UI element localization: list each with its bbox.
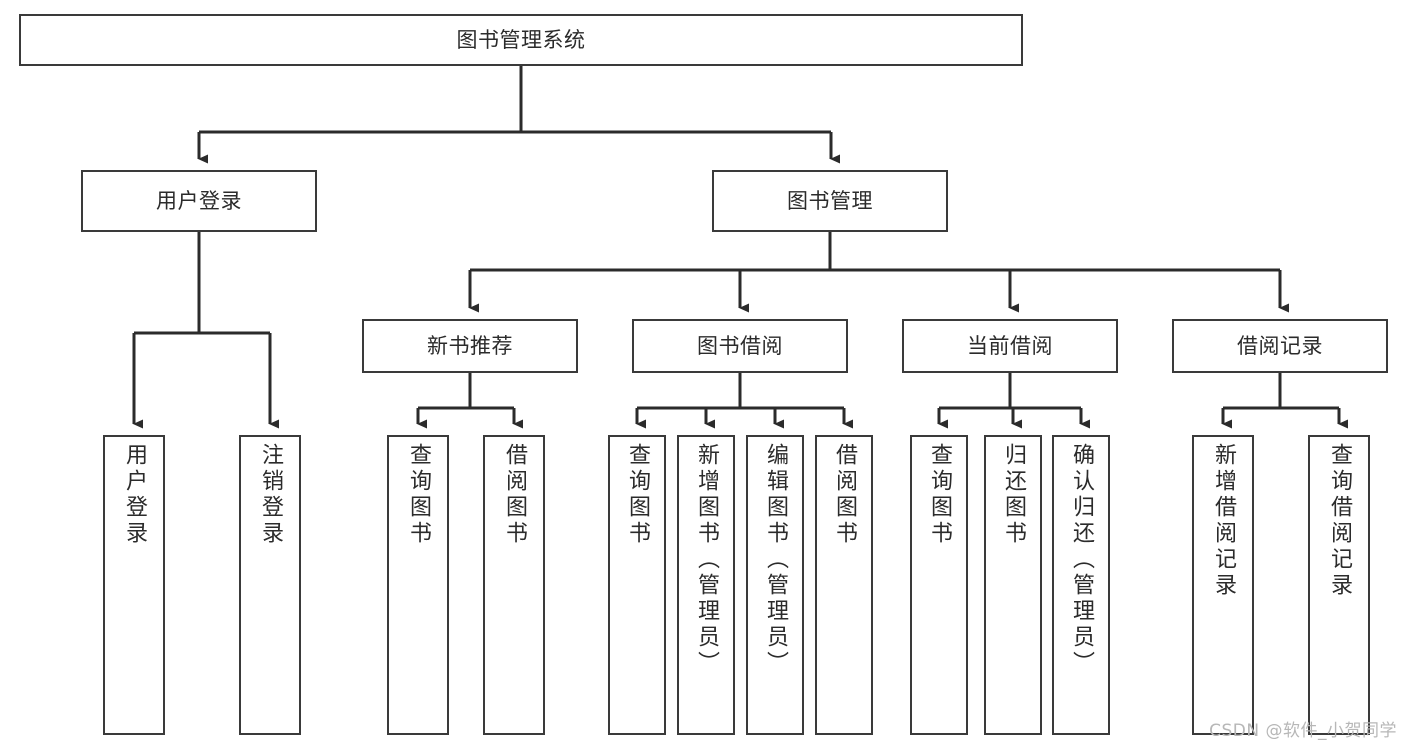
node-leaf-add-record-label: 新增借阅记录 (1211, 443, 1236, 599)
node-leaf-edit-book[interactable]: 编辑图书（管理员） (746, 435, 804, 735)
node-leaf-logout[interactable]: 注销登录 (239, 435, 301, 735)
node-leaf-return-book[interactable]: 归还图书 (984, 435, 1042, 735)
node-leaf-add-record[interactable]: 新增借阅记录 (1192, 435, 1254, 735)
node-leaf-query-book-1[interactable]: 查询图书 (387, 435, 449, 735)
node-new-book-rec-label: 新书推荐 (427, 333, 513, 358)
node-user-login[interactable]: 用户登录 (81, 170, 317, 232)
node-leaf-user-login-label: 用户登录 (122, 443, 147, 547)
node-book-borrow[interactable]: 图书借阅 (632, 319, 848, 373)
node-leaf-query-book-1-label: 查询图书 (406, 443, 431, 547)
node-leaf-query-record-label: 查询借阅记录 (1327, 443, 1352, 599)
node-leaf-borrow-book-1-label: 借阅图书 (502, 443, 527, 547)
node-leaf-add-book[interactable]: 新增图书（管理员） (677, 435, 735, 735)
node-borrow-record-label: 借阅记录 (1237, 333, 1323, 358)
node-leaf-query-record[interactable]: 查询借阅记录 (1308, 435, 1370, 735)
node-leaf-query-book-3-label: 查询图书 (927, 443, 952, 547)
node-leaf-return-book-label: 归还图书 (1001, 443, 1026, 547)
node-leaf-confirm-return[interactable]: 确认归还（管理员） (1052, 435, 1110, 735)
node-book-borrow-label: 图书借阅 (697, 333, 783, 358)
node-leaf-confirm-return-label: 确认归还（管理员） (1069, 443, 1094, 677)
node-book-manage[interactable]: 图书管理 (712, 170, 948, 232)
node-book-manage-label: 图书管理 (787, 188, 873, 213)
node-leaf-query-book-2-label: 查询图书 (625, 443, 650, 547)
node-root-label: 图书管理系统 (456, 27, 586, 52)
node-leaf-borrow-book-1[interactable]: 借阅图书 (483, 435, 545, 735)
node-leaf-add-book-label: 新增图书（管理员） (694, 443, 719, 677)
node-leaf-edit-book-label: 编辑图书（管理员） (763, 443, 788, 677)
node-borrow-record[interactable]: 借阅记录 (1172, 319, 1388, 373)
node-leaf-query-book-2[interactable]: 查询图书 (608, 435, 666, 735)
node-leaf-borrow-book-2-label: 借阅图书 (832, 443, 857, 547)
node-current-borrow-label: 当前借阅 (967, 333, 1053, 358)
node-leaf-query-book-3[interactable]: 查询图书 (910, 435, 968, 735)
node-leaf-borrow-book-2[interactable]: 借阅图书 (815, 435, 873, 735)
node-leaf-user-login[interactable]: 用户登录 (103, 435, 165, 735)
node-user-login-label: 用户登录 (156, 188, 242, 213)
node-current-borrow[interactable]: 当前借阅 (902, 319, 1118, 373)
node-new-book-rec[interactable]: 新书推荐 (362, 319, 578, 373)
node-root[interactable]: 图书管理系统 (19, 14, 1023, 66)
node-leaf-logout-label: 注销登录 (258, 443, 283, 547)
